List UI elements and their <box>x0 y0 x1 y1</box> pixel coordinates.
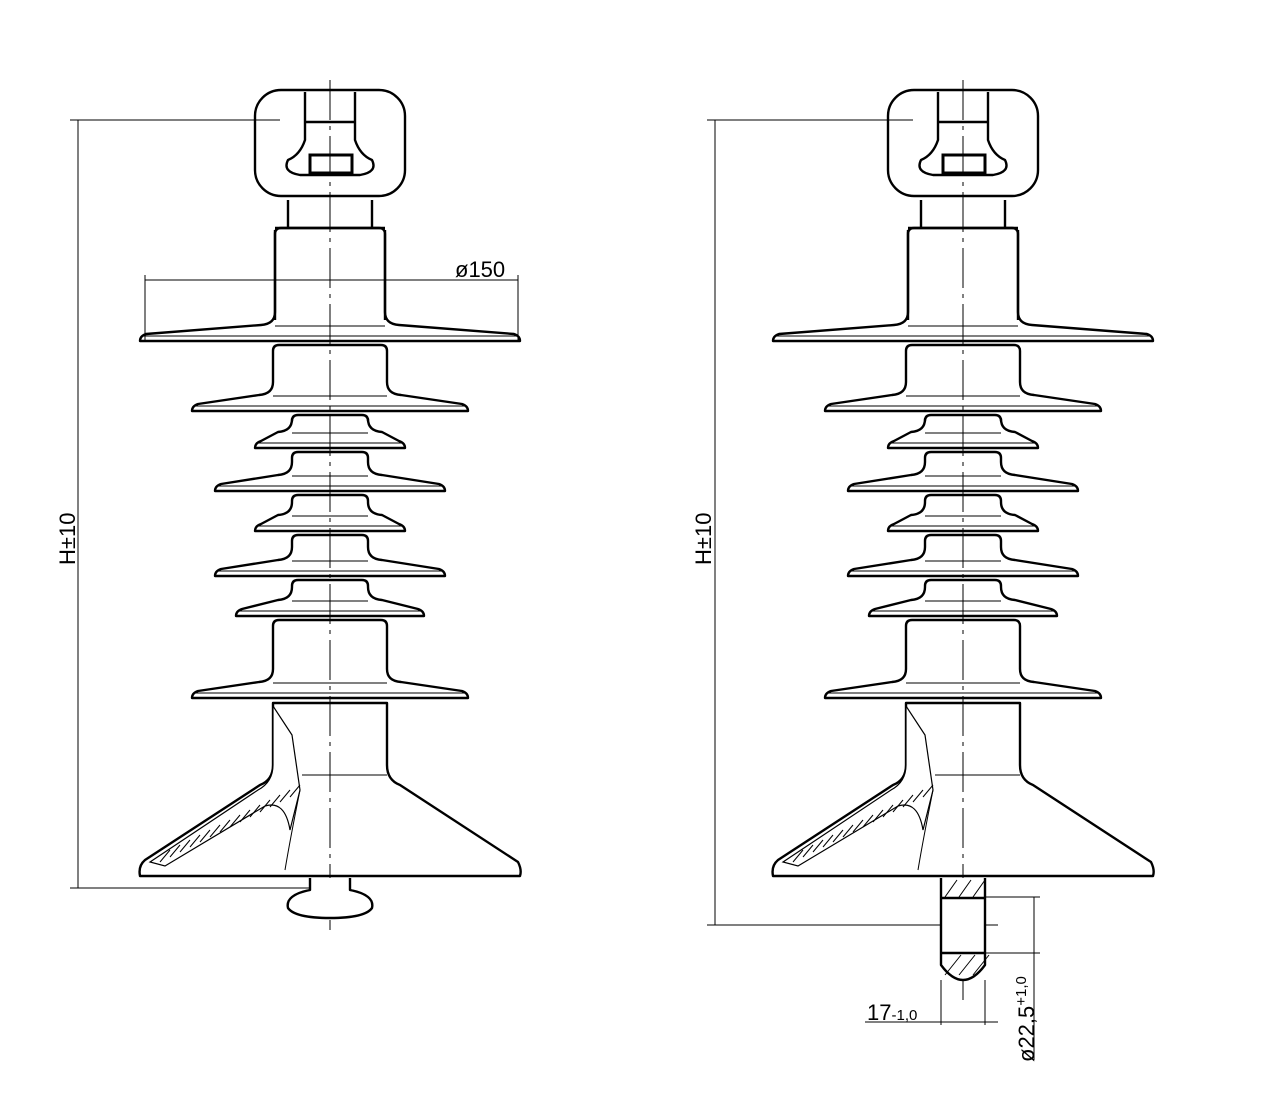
hatch-line <box>832 829 844 843</box>
hatch-line <box>944 879 958 898</box>
hatch-line <box>882 804 894 818</box>
hatch-line <box>958 954 976 976</box>
hatch-line <box>902 794 914 808</box>
top-sleeve <box>906 230 1020 320</box>
section-hatch-area <box>781 703 934 867</box>
hatch-line <box>209 824 221 838</box>
shed <box>846 450 1080 493</box>
hatch-line <box>842 824 854 838</box>
shed <box>886 493 1040 533</box>
height-label-right: H±10 <box>691 513 716 565</box>
hatch-line <box>862 814 874 828</box>
hatch-line <box>792 849 804 863</box>
section-hatch-area <box>148 703 301 867</box>
hatch-line <box>189 834 201 848</box>
hatch-line <box>219 819 231 833</box>
hatch-line <box>179 839 191 853</box>
hatch-line <box>249 804 261 818</box>
section-break-line <box>917 789 934 871</box>
hatch-line <box>159 849 171 863</box>
pin-width-label: 17-1,0 <box>867 1000 917 1025</box>
hatch-line <box>852 819 864 833</box>
hatch-line <box>958 879 972 898</box>
cotter-pin <box>941 153 987 175</box>
pin-length-label: ø22,5+1,0 <box>1013 976 1039 1062</box>
hatch-line <box>239 809 251 823</box>
hatch-line <box>972 954 990 976</box>
hatch-line <box>912 789 924 803</box>
hatch-line <box>199 829 211 843</box>
insulator-right <box>707 80 1155 1060</box>
pin-end-fitting <box>939 878 987 982</box>
hatch-line <box>802 844 814 858</box>
hatch-line <box>289 784 301 798</box>
hatch-line <box>812 839 824 853</box>
top-sleeve <box>273 230 387 320</box>
hatch-line <box>822 834 834 848</box>
hatch-line <box>892 799 904 813</box>
shed <box>253 493 407 533</box>
shed <box>213 450 447 493</box>
height-label-left: H±10 <box>55 513 80 565</box>
hatch-line <box>972 879 986 898</box>
cotter-pin <box>308 153 354 175</box>
hatch-line <box>269 794 281 808</box>
hatch-line <box>279 789 291 803</box>
hatch-line <box>922 784 934 798</box>
hatch-line <box>944 954 962 976</box>
hatch-line <box>259 799 271 813</box>
hatch-line <box>872 809 884 823</box>
ball-end-fitting <box>286 878 374 920</box>
diameter-label: ø150 <box>455 257 505 282</box>
hatch-line <box>229 814 241 828</box>
hatch-line <box>169 844 181 858</box>
insulator-left <box>70 80 522 930</box>
section-break-line <box>284 789 301 871</box>
